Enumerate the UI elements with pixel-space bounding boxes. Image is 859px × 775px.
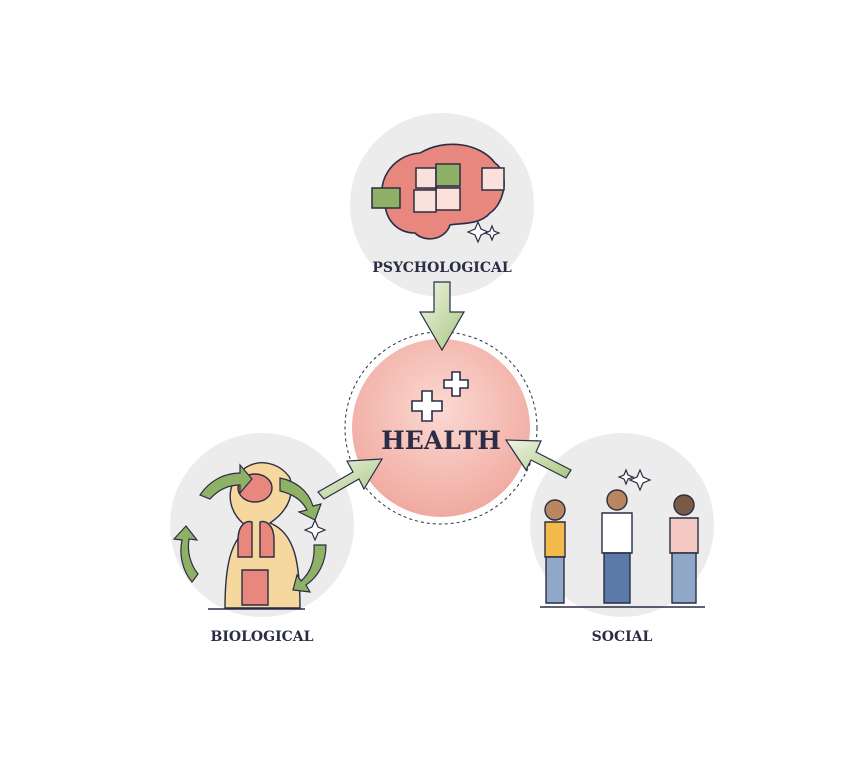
brain-puzzle-icon [371, 143, 505, 244]
biological-node: BIOLOGICAL [170, 433, 354, 645]
biological-label: BIOLOGICAL [211, 629, 314, 645]
people-handshake-icon [540, 468, 705, 608]
cycle-arrows-icon [172, 463, 327, 593]
arrow-social-to-health [504, 439, 572, 479]
health-label: HEALTH [381, 426, 501, 455]
psychological-label: PSYCHOLOGICAL [372, 260, 512, 276]
arrow-psychological-to-health [418, 281, 466, 352]
body-organs-icon [172, 462, 327, 610]
social-label: SOCIAL [592, 629, 653, 645]
health-node: HEALTH [344, 331, 538, 525]
medical-cross-icon [411, 371, 469, 422]
arrow-biological-to-health [317, 458, 384, 500]
social-node: SOCIAL [530, 433, 714, 645]
psychological-node: PSYCHOLOGICAL [350, 113, 534, 297]
